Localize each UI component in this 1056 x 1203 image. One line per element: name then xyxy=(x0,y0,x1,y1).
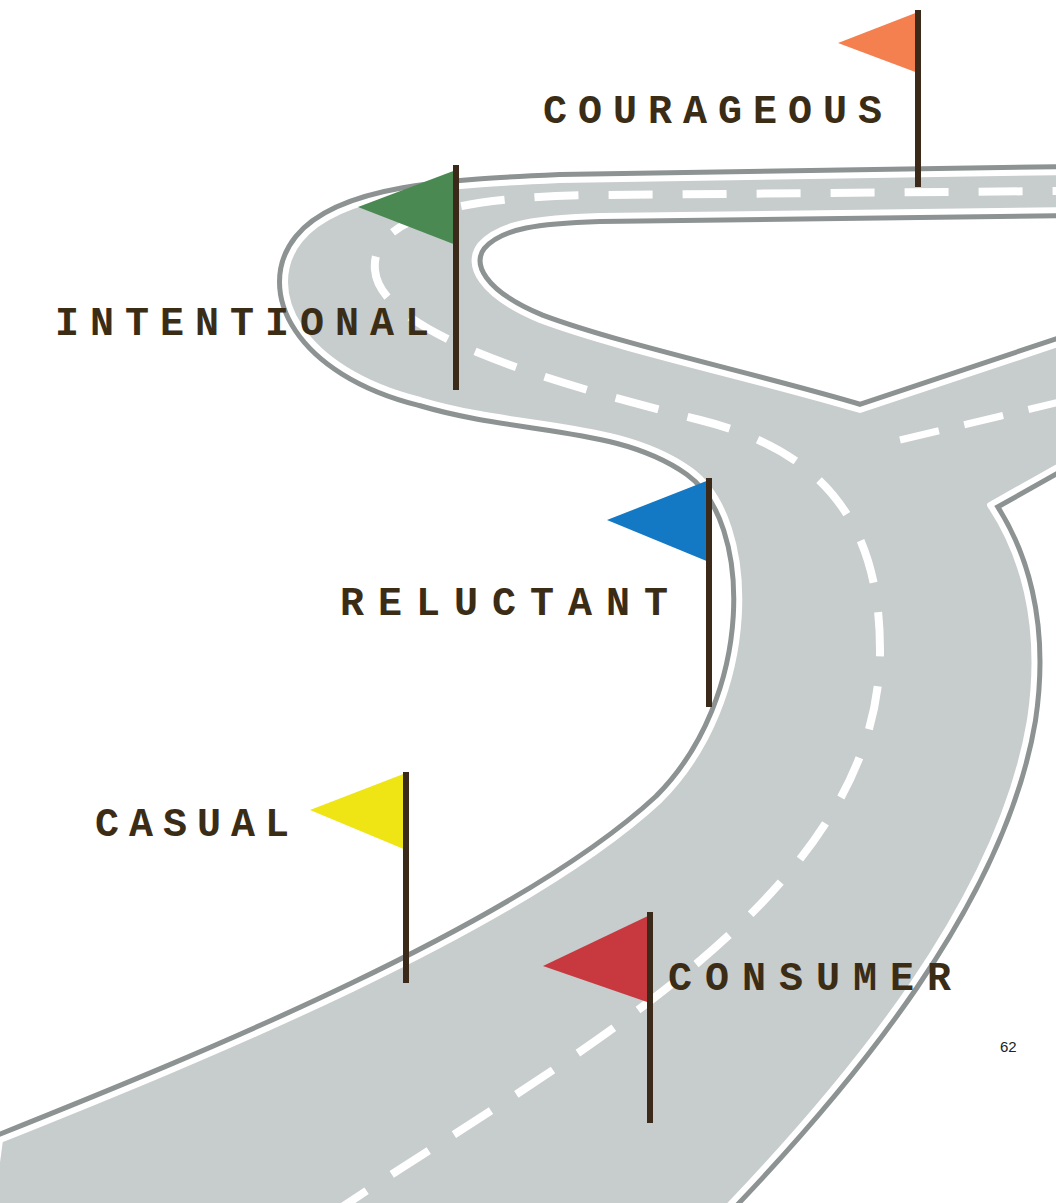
flag-pole xyxy=(453,165,459,390)
flags xyxy=(310,10,918,1123)
road xyxy=(0,172,1056,1203)
flag-pole xyxy=(647,912,653,1123)
red-flag xyxy=(543,915,650,1003)
flag-label: CONSUMER xyxy=(668,960,964,1000)
flag-pole xyxy=(706,478,712,707)
branch-center-dashes xyxy=(900,402,1056,440)
page-number: 62 xyxy=(1000,1039,1017,1054)
flag-pole xyxy=(403,772,409,983)
blue-flag xyxy=(607,480,709,562)
orange-flag xyxy=(838,12,918,73)
yellow-flag xyxy=(310,773,406,850)
flag-label: RELUCTANT xyxy=(340,585,682,625)
flag-label: INTENTIONAL xyxy=(55,305,440,345)
road-shadow-rim xyxy=(0,172,1056,1203)
road-surface xyxy=(0,172,1056,1203)
green-flag xyxy=(358,170,456,245)
flag-label: CASUAL xyxy=(95,806,299,846)
flag-label: COURAGEOUS xyxy=(543,93,893,133)
flag-pole xyxy=(915,10,921,187)
